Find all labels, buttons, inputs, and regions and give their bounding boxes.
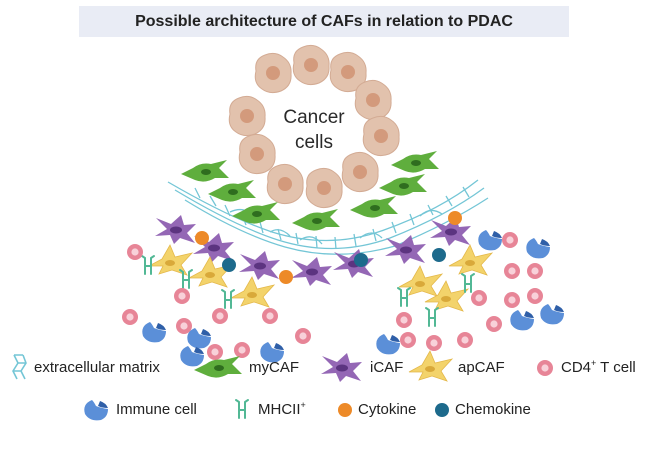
mhcii-receptor [425,307,439,327]
cytokine-icon [338,403,352,417]
cd4-t-cell [426,335,442,351]
cancer-cell [266,163,304,205]
cancer-cell [238,133,276,175]
cd4-t-cell [502,232,518,248]
mycaf-cell [292,209,340,231]
cancer-cell [305,167,343,209]
cancer-cell [362,115,400,157]
mycaf-cell [379,174,427,196]
immune-cell [180,346,204,367]
cd4-t-cell [486,316,502,332]
title-banner: Possible architecture of CAFs in relatio… [79,6,569,37]
mhcii-receptor [397,287,411,307]
legend-mhcii-label: MHCII+ [258,400,306,418]
chemokine-dot [222,258,236,272]
cd4-t-cell [295,328,311,344]
immune-cell [187,328,211,349]
mhcii-icon [235,399,249,419]
icaf-cell [239,251,280,280]
apcaf-cell [230,276,275,308]
legend-ecm-label: extracellular matrix [34,359,160,376]
cd4-t-cell [207,344,223,360]
mycaf-cell [181,160,229,182]
legend-cytokine-label: Cytokine [358,401,416,418]
icaf-cell [155,215,196,244]
cd4-t-cell [504,292,520,308]
cd4-t-cell [174,288,190,304]
cancer-cell [254,52,292,94]
chemokines [222,248,446,272]
chemokine-icon [435,403,449,417]
legend-immune-label: Immune cell [116,401,197,418]
immune-cell [142,322,166,343]
legend-icaf-label: iCAF [370,359,403,376]
legend-apcaf-label: apCAF [458,359,505,376]
extracellular-matrix-icon [12,354,27,380]
apcaf-cell [148,244,193,276]
icaf-icon [321,353,362,382]
apcaf-icon [408,350,453,382]
cd4-t-cell [527,263,543,279]
cancer-cell [341,151,379,193]
cd4-t-cell [122,309,138,325]
cd4-t-cell [262,308,278,324]
immune-cell [478,230,502,251]
mycaf-cell [391,151,439,173]
cd4-t-cell [504,263,520,279]
mycaf-cell [350,196,398,218]
cd4-t-cell [527,288,543,304]
cd4-t-cell [127,244,143,260]
cancer-cell [354,79,392,121]
immune-cell [510,310,534,331]
cd4-t-cell-icon [537,360,553,376]
cd4-t-cell [212,308,228,324]
mycaf-cell [232,202,280,224]
immune-cell [540,304,564,325]
mycaf-cell [208,180,256,202]
apcaf-cell [398,265,443,297]
chemokine-dot [354,253,368,267]
cytokines [195,211,462,284]
cd4-t-cell [457,332,473,348]
icaf-cell [385,235,426,264]
cancer-cell [228,95,266,137]
mhcii-receptor [221,289,235,309]
cancer-cells-label-line2: cells [295,132,333,153]
immune-cell [376,334,400,355]
cancer-cell [292,44,330,86]
immune-cell-icon [84,400,108,421]
legend-mycaf-label: myCAF [249,359,299,376]
immune-cell [526,238,550,259]
cd4-t-cells [122,232,543,360]
cd4-t-cell [234,342,250,358]
cancer-cells-label-line1: Cancer [283,107,345,128]
cd4-t-cell [396,312,412,328]
cytokine-dot [448,211,462,225]
cytokine-dot [279,270,293,284]
legend-cd4-label: CD4+ T cell [561,358,636,376]
cd4-t-cell [471,290,487,306]
legend-chemokine-label: Chemokine [455,401,531,418]
diagram-title: Possible architecture of CAFs in relatio… [135,12,513,30]
chemokine-dot [432,248,446,262]
legend: extracellular matrix myCAF iCAF apCAF CD… [12,350,636,421]
cytokine-dot [195,231,209,245]
icaf-cell [291,257,332,286]
cd4-t-cell [400,332,416,348]
